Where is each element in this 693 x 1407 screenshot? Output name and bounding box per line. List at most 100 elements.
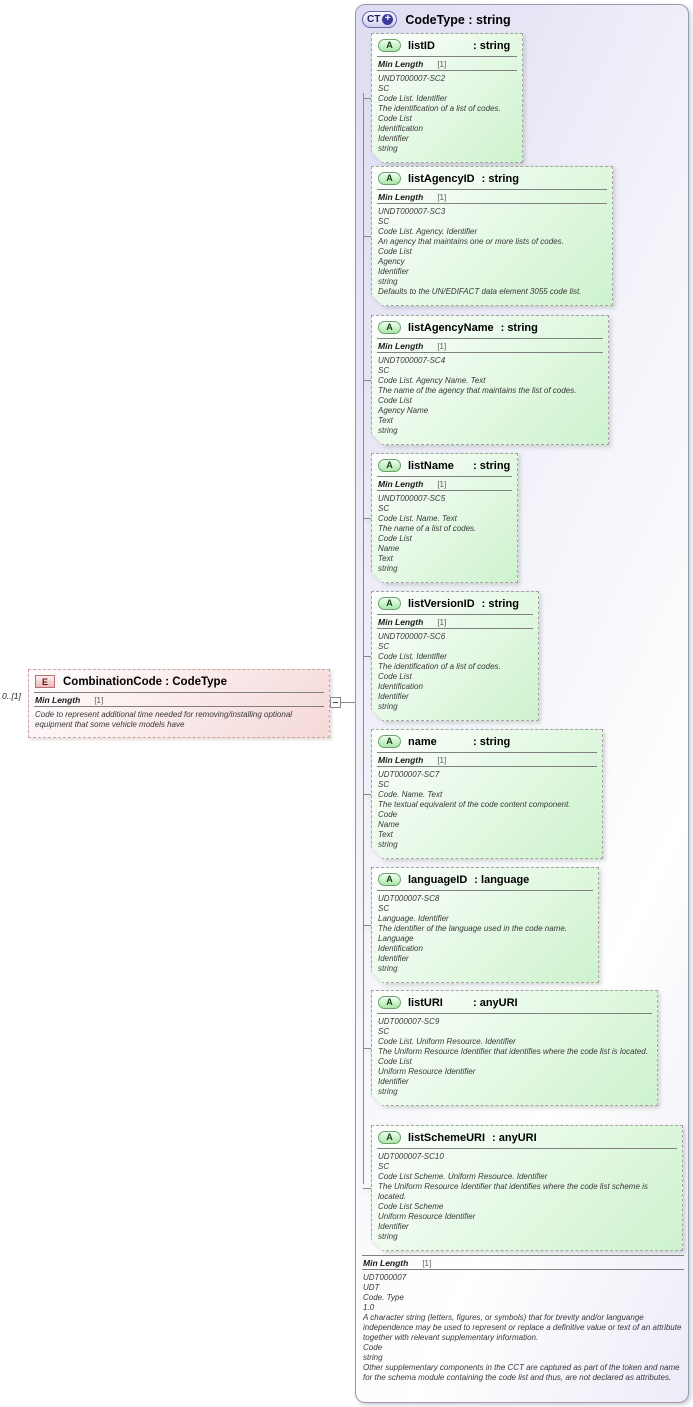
collapse-icon[interactable]	[330, 697, 341, 708]
connector-stub	[363, 518, 371, 519]
attribute-header: A listURI : anyURI	[372, 991, 657, 1013]
connector-stub	[363, 925, 371, 926]
element-icon: E	[35, 675, 55, 688]
attribute-box-name[interactable]: A name : string Min Length [1] UDT000007…	[363, 729, 603, 859]
annotation-row: Identification	[378, 124, 423, 133]
divider	[377, 338, 603, 339]
attribute-type: : string	[473, 735, 511, 748]
annotation-row: string	[378, 964, 398, 973]
expand-icon[interactable]: +	[382, 14, 394, 25]
attribute-icon: A	[378, 873, 401, 886]
complextype-header: CT + CodeType : string	[362, 11, 511, 28]
attribute-type: : anyURI	[473, 996, 518, 1009]
attribute-header: A listAgencyID : string	[372, 167, 612, 189]
attribute-box-listVersionID[interactable]: A listVersionID : string Min Length [1] …	[363, 591, 539, 721]
annotation-row: Code List. Name. Text	[378, 514, 457, 523]
attribute-box-listName[interactable]: A listName : string Min Length [1] UNDT0…	[363, 453, 518, 583]
divider	[377, 203, 607, 204]
facet-value: [1]	[437, 193, 447, 202]
annotation-row: The Uniform Resource Identifier that ide…	[378, 1047, 648, 1056]
facet-value: [1]	[437, 480, 447, 489]
divider	[377, 70, 517, 71]
annotation-row: string	[363, 1353, 383, 1362]
annotation-row: Agency Name	[378, 406, 429, 415]
annotation-row: UNDT000007-SC4	[378, 356, 446, 365]
annotation-row: 1.0	[363, 1303, 375, 1312]
attribute-icon: A	[378, 39, 401, 52]
attribute-facet-row: Min Length [1]	[372, 190, 612, 203]
annotation-row: The identification of a list of codes.	[378, 662, 501, 671]
attribute-box-listID[interactable]: A listID : string Min Length [1] UNDT000…	[363, 33, 523, 163]
facet-label: Min Length	[378, 479, 424, 489]
connector-line	[341, 702, 363, 703]
complextype-icon: CT +	[362, 11, 398, 28]
divider	[377, 56, 517, 57]
complextype-title: CodeType : string	[405, 12, 511, 27]
connector-stub	[363, 98, 371, 99]
divider	[377, 752, 597, 753]
element-combinationcode-box[interactable]: E CombinationCode : CodeType Min Length …	[28, 669, 330, 738]
annotation-row: UNDT000007-SC6	[378, 632, 446, 641]
annotation-row: UNDT000007-SC2	[378, 74, 446, 83]
attribute-icon: A	[378, 172, 401, 185]
annotation-row: string	[378, 1232, 398, 1241]
element-facet-row: Min Length [1]	[29, 693, 329, 706]
annotation-row: string	[378, 426, 398, 435]
connector-stub	[363, 1188, 371, 1189]
attribute-box-listAgencyName[interactable]: A listAgencyName : string Min Length [1]…	[363, 315, 609, 445]
annotation-row: UDT000007	[363, 1273, 407, 1282]
annotation-row: SC	[378, 217, 390, 226]
divider	[377, 628, 533, 629]
attribute-type: : string	[481, 597, 519, 610]
annotation-row: The identification of a list of codes.	[378, 104, 501, 113]
annotation-row: Identifier	[378, 1077, 409, 1086]
facet-label: Min Length	[378, 192, 424, 202]
attribute-name: listAgencyID	[408, 172, 475, 185]
divider	[34, 692, 324, 693]
attribute-header: A languageID : language	[372, 868, 598, 890]
codetype-facet-row: Min Length [1]	[361, 1256, 685, 1269]
attribute-facet-row: Min Length [1]	[372, 477, 517, 490]
annotation-row: UNDT000007-SC3	[378, 207, 446, 216]
annotation-row: Code	[363, 1343, 383, 1352]
attribute-icon: A	[378, 735, 401, 748]
divider	[377, 614, 533, 615]
divider	[377, 476, 512, 477]
annotation-row: Text	[378, 416, 393, 425]
annotation-row: string	[378, 840, 398, 849]
attribute-icon: A	[378, 321, 401, 334]
annotation-row: Identification	[378, 944, 423, 953]
divider	[362, 1269, 684, 1270]
attribute-name: listAgencyName	[408, 321, 494, 334]
annotation-row: Text	[378, 830, 393, 839]
annotation-row: Code List. Identifier	[378, 94, 447, 103]
annotation-row: Identification	[378, 682, 423, 691]
element-title: CombinationCode : CodeType	[63, 675, 227, 688]
attribute-type: : language	[474, 873, 530, 886]
annotation-row: Name	[378, 820, 400, 829]
annotation-row: Code List	[378, 396, 412, 405]
annotation-row: The Uniform Resource Identifier that ide…	[378, 1182, 648, 1201]
divider	[377, 1148, 677, 1149]
connector-stub	[363, 794, 371, 795]
facet-value: [1]	[437, 342, 447, 351]
annotation-row: Code List	[378, 247, 412, 256]
attribute-icon: A	[378, 597, 401, 610]
attribute-box-listAgencyID[interactable]: A listAgencyID : string Min Length [1] U…	[363, 166, 613, 306]
annotation-row: UDT	[363, 1283, 380, 1292]
annotation-row: string	[378, 1087, 398, 1096]
attribute-header: A listID : string	[372, 34, 522, 56]
annotation-row: Uniform Resource Identifier	[378, 1212, 476, 1221]
annotation-row: Code List. Agency. Identifier	[378, 227, 478, 236]
annotation-row: Language. Identifier	[378, 914, 449, 923]
attribute-name: listVersionID	[408, 597, 475, 610]
connector-stub	[363, 656, 371, 657]
